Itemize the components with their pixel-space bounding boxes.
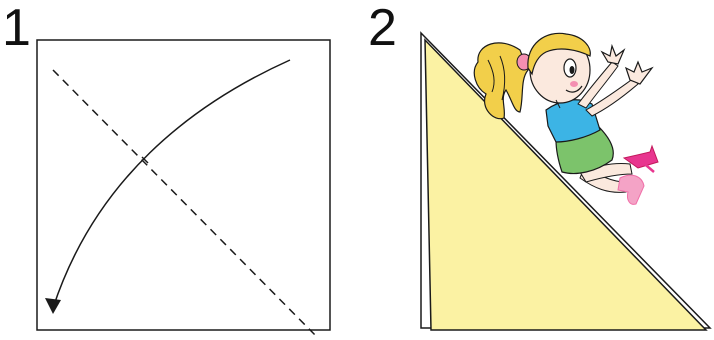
step-2-diagram (421, 33, 710, 330)
girl-shoe-back (618, 175, 644, 204)
paper-square (37, 40, 330, 330)
step-1-diagram (37, 40, 330, 338)
girl-hand-left (602, 46, 624, 64)
girl-cheek (570, 81, 578, 87)
